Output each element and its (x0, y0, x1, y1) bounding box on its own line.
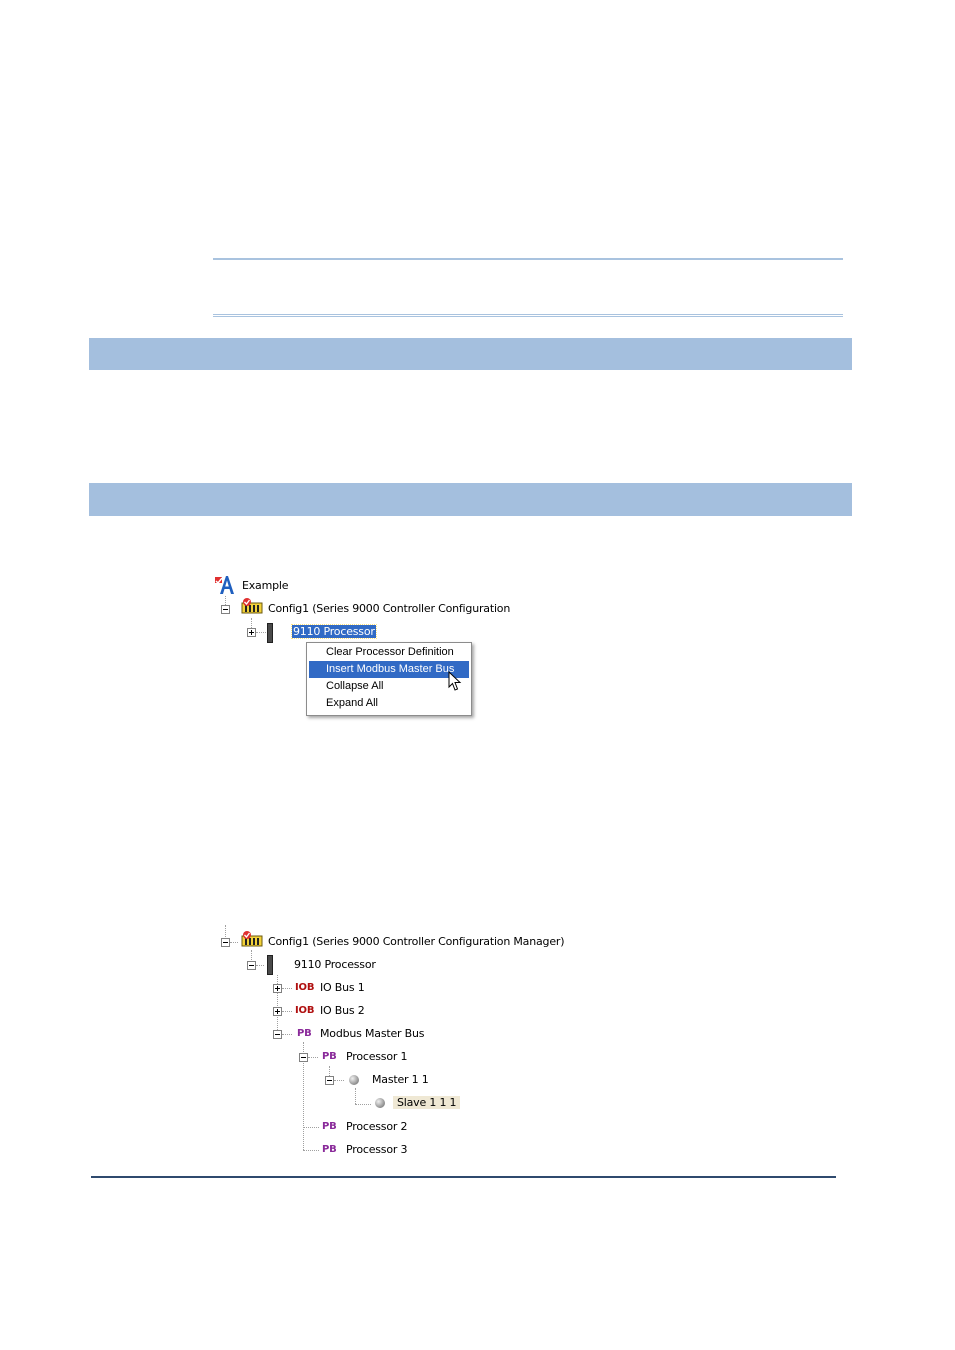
collapse-toggle-icon[interactable] (325, 1076, 334, 1085)
tree-connector (230, 942, 238, 943)
footer-rule (91, 1176, 836, 1178)
processor-1-label[interactable]: Processor 1 (346, 1050, 408, 1063)
section-header-band-1 (89, 338, 852, 370)
iob-tag-icon: IOB (295, 1005, 315, 1016)
device-ball-icon (349, 1075, 359, 1085)
collapse-toggle-icon[interactable] (221, 605, 230, 614)
tree-connector (334, 1080, 344, 1081)
expand-toggle-icon[interactable] (273, 1007, 282, 1016)
expand-toggle-icon[interactable] (273, 984, 282, 993)
tree-view-context: Example Config1 (Series 9000 Controller … (215, 576, 511, 643)
tree-connector (355, 1104, 371, 1105)
tree-connector (256, 965, 264, 966)
processor-row[interactable]: 9110 Processor (291, 622, 377, 642)
config-label[interactable]: Config1 (Series 9000 Controller Configur… (268, 602, 511, 615)
pb-tag-icon: PB (297, 1028, 312, 1039)
menu-item-insert-modbus-master-bus[interactable]: Insert Modbus Master Bus (309, 661, 469, 678)
tree-connector (225, 925, 226, 937)
tree-connector (282, 988, 292, 989)
io-bus-1-label[interactable]: IO Bus 1 (320, 981, 365, 994)
menu-item-expand-all[interactable]: Expand All (326, 697, 378, 709)
project-a-icon (215, 576, 234, 594)
tree-connector (225, 596, 226, 609)
note-bottom-rule (213, 314, 843, 317)
processor-label[interactable]: 9110 Processor (291, 624, 377, 639)
master-1-1-label[interactable]: Master 1 1 (372, 1073, 429, 1086)
collapse-toggle-icon[interactable] (247, 961, 256, 970)
pb-tag-icon: PB (322, 1121, 337, 1132)
tree-connector (329, 1066, 330, 1076)
tree-root-label[interactable]: Example (242, 579, 289, 592)
menu-item-clear-processor-definition[interactable]: Clear Processor Definition (326, 646, 454, 658)
collapse-toggle-icon[interactable] (299, 1053, 308, 1062)
pb-tag-icon: PB (322, 1051, 337, 1062)
processor-2-label[interactable]: Processor 2 (346, 1120, 408, 1133)
processor-3-label[interactable]: Processor 3 (346, 1143, 408, 1156)
arrow-cursor-icon (448, 671, 462, 691)
config-label[interactable]: Config1 (Series 9000 Controller Configur… (268, 935, 565, 948)
tree-connector (303, 1127, 319, 1128)
section-header-band-2 (89, 483, 852, 516)
config-rack-icon (241, 598, 263, 614)
tree-connector (355, 1088, 356, 1104)
context-menu: Clear Processor Definition Insert Modbus… (306, 642, 472, 716)
tree-connector (282, 1034, 292, 1035)
tree-connector (303, 1042, 304, 1150)
tree-connector (303, 1150, 319, 1151)
note-top-rule (213, 258, 843, 260)
collapse-toggle-icon[interactable] (273, 1030, 282, 1039)
slave-row[interactable]: Slave 1 1 1 (393, 1093, 461, 1113)
tree-view-expanded: Config1 (Series 9000 Controller Configur… (221, 925, 565, 1156)
slave-1-1-1-label[interactable]: Slave 1 1 1 (393, 1096, 461, 1109)
modbus-master-bus-label[interactable]: Modbus Master Bus (320, 1027, 425, 1040)
pb-tag-icon: PB (322, 1144, 337, 1155)
processor-module-icon (267, 623, 273, 643)
collapse-toggle-icon[interactable] (221, 938, 230, 947)
io-bus-2-label[interactable]: IO Bus 2 (320, 1004, 365, 1017)
menu-item-collapse-all[interactable]: Collapse All (326, 680, 384, 692)
processor-label[interactable]: 9110 Processor (294, 958, 376, 971)
tree-connector (251, 618, 252, 632)
config-rack-icon (241, 931, 263, 947)
tree-connector (308, 1057, 318, 1058)
tree-connector (277, 975, 278, 1030)
tree-connector (251, 950, 252, 962)
tree-connector (256, 632, 266, 633)
expand-toggle-icon[interactable] (247, 628, 256, 637)
tree-connector (282, 1011, 292, 1012)
processor-module-icon (267, 955, 273, 975)
iob-tag-icon: IOB (295, 982, 315, 993)
device-ball-icon (375, 1098, 385, 1108)
